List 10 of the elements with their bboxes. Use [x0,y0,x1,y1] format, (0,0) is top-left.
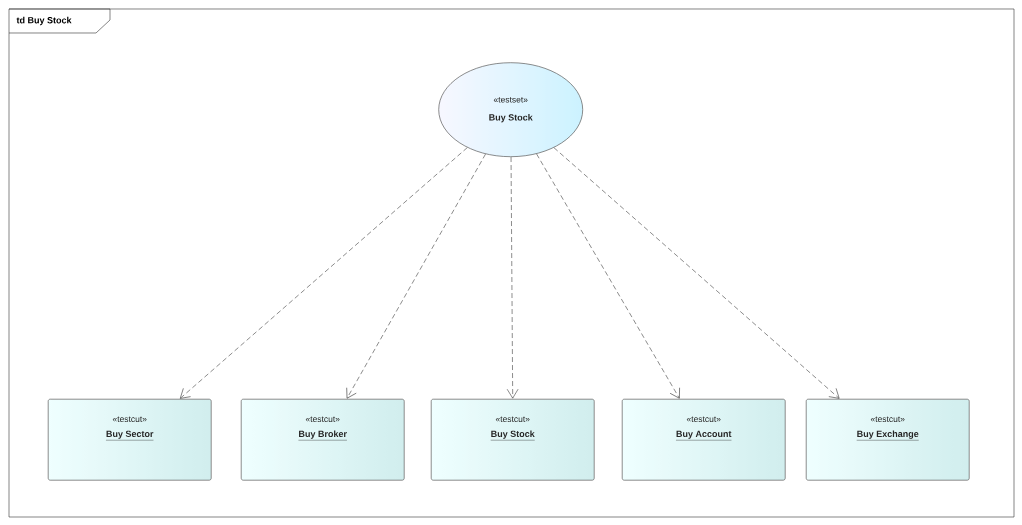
process-box: «testcut» Buy Sector [47,398,212,481]
arrow [536,153,680,399]
process-box: «testcut» Buy Stock [430,398,595,481]
process-box: «testcut» Buy Broker [240,398,405,481]
arrow [506,156,519,399]
arrow [179,147,468,399]
arrow [553,147,840,399]
process-box: «testcut» Buy Account [621,398,786,481]
process-box: «testcut» Buy Exchange [805,398,970,481]
arrow [346,153,486,399]
